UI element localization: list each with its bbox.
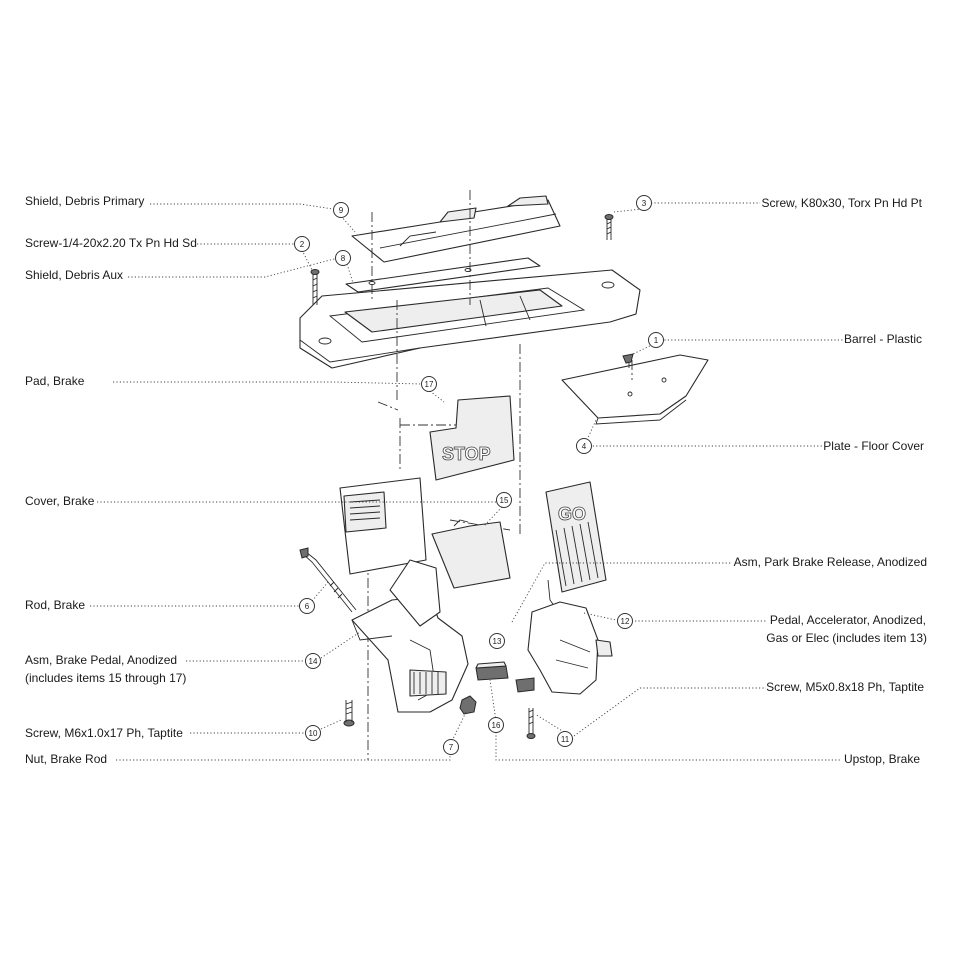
part-labels: Shield, Debris Primary Screw-1/4-20x2.20… <box>25 194 927 766</box>
screw-torx-pan-head <box>310 269 320 305</box>
svg-text:14: 14 <box>309 657 318 666</box>
label-shield-debris-primary: Shield, Debris Primary <box>25 194 144 208</box>
assembly-centerlines <box>367 190 633 760</box>
callout-bubble-12: 12 <box>617 613 633 629</box>
label-pedal-accelerator-note: Gas or Elec (includes item 13) <box>766 631 927 645</box>
callout-bubble-10: 10 <box>305 725 321 741</box>
callout-bubbles: 9 2 8 17 15 6 14 10 7 3 1 4 13 12 11 16 <box>294 195 664 755</box>
debris-shield-primary <box>351 195 561 263</box>
callout-bubble-17: 17 <box>421 376 437 392</box>
callout-bubble-4: 4 <box>576 438 592 454</box>
svg-text:11: 11 <box>561 735 570 744</box>
svg-text:7: 7 <box>449 743 454 752</box>
callout-bubble-8: 8 <box>335 250 351 266</box>
brake-rod-nut <box>459 695 477 715</box>
debris-shield-aux <box>345 257 541 293</box>
label-cover-brake: Cover, Brake <box>25 494 95 508</box>
callout-bubble-15: 15 <box>496 492 512 508</box>
callout-bubble-14: 14 <box>305 653 321 669</box>
floor-pan-housing <box>299 269 641 369</box>
svg-text:3: 3 <box>642 199 647 208</box>
callout-bubble-6: 6 <box>299 598 315 614</box>
callout-bubble-9: 9 <box>333 202 349 218</box>
brake-rod <box>299 547 357 613</box>
brake-pad-stamp: STOP <box>442 444 491 464</box>
screw-m5 <box>526 708 536 739</box>
callout-bubble-7: 7 <box>443 739 459 755</box>
svg-text:15: 15 <box>500 496 509 505</box>
svg-text:4: 4 <box>582 442 587 451</box>
svg-text:2: 2 <box>300 240 305 249</box>
accelerator-pad-stamp: GO <box>558 504 586 524</box>
park-brake-release <box>515 601 613 695</box>
label-barrel-plastic: Barrel - Plastic <box>844 332 922 346</box>
callout-bubble-2: 2 <box>294 236 310 252</box>
callout-bubble-11: 11 <box>557 731 573 747</box>
label-pad-brake: Pad, Brake <box>25 374 85 388</box>
callout-bubble-13: 13 <box>489 633 505 649</box>
svg-text:8: 8 <box>341 254 346 263</box>
floor-cover-plate <box>561 354 709 425</box>
label-rod-brake: Rod, Brake <box>25 598 85 612</box>
svg-text:16: 16 <box>492 721 501 730</box>
screw-m6 <box>343 700 355 727</box>
svg-text:10: 10 <box>309 729 318 738</box>
label-screw-m6: Screw, M6x1.0x17 Ph, Taptite <box>25 726 183 740</box>
label-nut-brake-rod: Nut, Brake Rod <box>25 752 107 766</box>
callout-bubble-1: 1 <box>648 332 664 348</box>
plastic-barrel <box>622 353 634 368</box>
svg-text:17: 17 <box>425 380 434 389</box>
brake-pedal-assembly <box>351 559 469 713</box>
leader-lines <box>90 202 843 761</box>
label-shield-debris-aux: Shield, Debris Aux <box>25 268 123 282</box>
svg-text:1: 1 <box>654 336 659 345</box>
callout-bubble-16: 16 <box>488 717 504 733</box>
label-pedal-accelerator: Pedal, Accelerator, Anodized, <box>770 613 926 627</box>
callout-bubble-3: 3 <box>636 195 652 211</box>
label-park-brake-release: Asm, Park Brake Release, Anodized <box>734 555 927 569</box>
svg-text:9: 9 <box>339 206 344 215</box>
label-plate-floor-cover: Plate - Floor Cover <box>823 439 924 453</box>
label-asm-brake-pedal: Asm, Brake Pedal, Anodized <box>25 653 177 667</box>
svg-text:13: 13 <box>493 637 502 646</box>
label-screw-k80: Screw, K80x30, Torx Pn Hd Pt <box>761 196 922 210</box>
screw-k80x30 <box>604 214 614 240</box>
label-screw-m5: Screw, M5x0.8x18 Ph, Taptite <box>766 680 924 694</box>
brake-upstop <box>475 661 509 681</box>
brake-label-housing <box>339 477 427 575</box>
svg-text:12: 12 <box>621 617 630 626</box>
brake-pad: STOP <box>429 395 515 481</box>
label-upstop-brake: Upstop, Brake <box>844 752 920 766</box>
label-asm-brake-pedal-note: (includes items 15 through 17) <box>25 671 186 685</box>
accelerator-pedal: GO <box>545 481 607 615</box>
brake-cover <box>431 519 511 589</box>
svg-text:6: 6 <box>305 602 310 611</box>
label-screw-1-4-20: Screw-1/4-20x2.20 Tx Pn Hd Sd <box>25 236 197 250</box>
